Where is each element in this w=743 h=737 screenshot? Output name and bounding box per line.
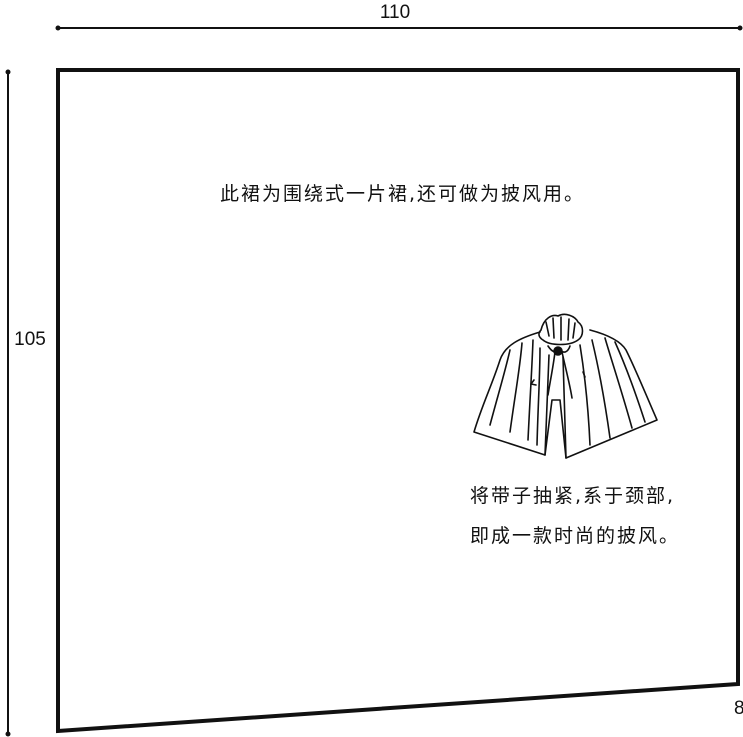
- cape-fold-4: [536, 347, 541, 446]
- height-label-backdrop: [10, 326, 50, 350]
- cape-instruction-line-1: 将带子抽紧,系于颈部,: [470, 485, 675, 507]
- cape-left-front-edge: [544, 354, 550, 456]
- cape-ruffle-gathers: [545, 316, 576, 341]
- width-dimension-start-dot: [55, 25, 61, 31]
- cape-neck-ruffle: [538, 313, 584, 346]
- width-label: 110: [380, 2, 410, 23]
- cape-illustration: [473, 313, 658, 459]
- width-dimension-end-dot: [737, 25, 743, 31]
- width-dimension: 110: [55, 2, 743, 31]
- cape-fold-5: [579, 344, 591, 446]
- cape-outline: [473, 329, 658, 459]
- cape-fold-1: [489, 349, 511, 426]
- cape-tie-left: [547, 351, 556, 396]
- cape-fold-6: [591, 339, 611, 439]
- height-dimension-start-dot: [5, 69, 11, 75]
- skirt-pattern-outline: [56, 68, 740, 734]
- cape-fold-7: [604, 337, 633, 429]
- cape-mark-1: [530, 379, 537, 386]
- slope-drop-label: 8: [734, 698, 743, 719]
- cape-knot: [553, 346, 563, 356]
- cape-instruction-line-2: 即成一款时尚的披风。: [470, 525, 680, 547]
- main-description: 此裙为围绕式一片裙,还可做为披风用。: [220, 183, 585, 205]
- cape-tie-right: [561, 351, 573, 399]
- cape-fold-3: [527, 339, 534, 441]
- cape-fold-8: [614, 341, 646, 423]
- height-label: 105: [14, 329, 46, 350]
- height-dimension: 105: [5, 69, 50, 737]
- cape-right-front-edge: [562, 356, 567, 459]
- cape-mark-2: [582, 371, 586, 378]
- cape-fold-2: [509, 342, 523, 433]
- height-dimension-end-dot: [5, 731, 11, 737]
